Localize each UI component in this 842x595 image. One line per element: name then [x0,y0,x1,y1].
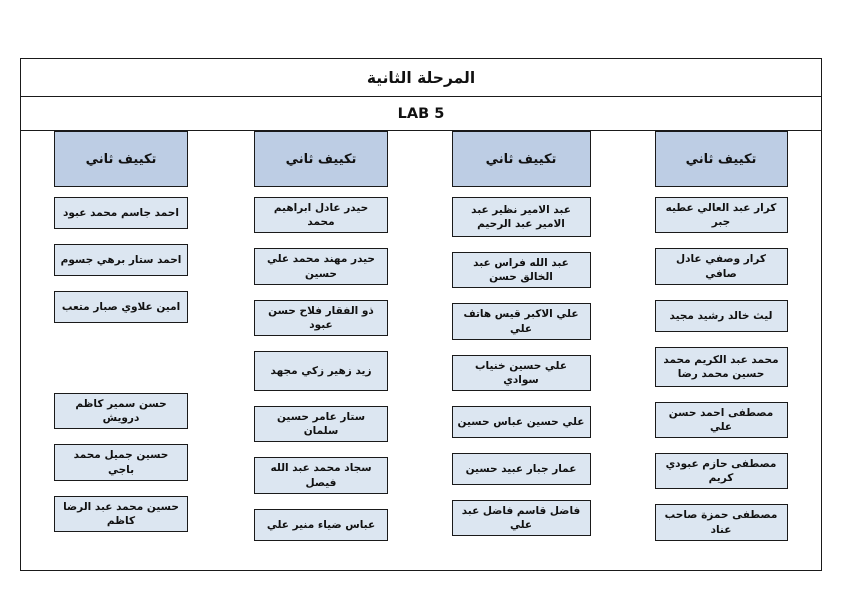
list-item: عباس ضياء منير علي [254,508,388,541]
list-item: احمد جاسم محمد عبود [54,197,188,229]
list-item: مصطفى احمد حسن علي [654,401,788,439]
list-item: حسن سمير كاظم درويش [54,393,188,430]
list-item: كرار وصفي عادل صافي [654,248,788,285]
roster-column-2: تكييف ثاني عبد الامير نظير عبد الامير عب… [421,131,621,556]
list-item: امين علاوي صبار متعب [54,291,188,323]
list-item: مصطفى حمزة صاحب عناد [654,504,788,541]
list-item: علي حسين عباس حسين [451,406,591,439]
list-item: علي الاكبر قيس هاتف علي [451,303,591,340]
column-header-4: تكييف ثاني [54,131,188,187]
roster-column-4: تكييف ثاني احمد جاسم محمد عبود احمد ستار… [21,131,221,556]
roster-table: المرحلة الثانية LAB 5 تكييف ثاني كرار عب… [20,58,822,571]
list-item: عمار جبار عبيد حسين [451,453,591,486]
list-item: عبد الله فراس عبد الخالق حسن [451,252,591,289]
list-item: حيدر مهند محمد علي حسين [254,248,388,285]
list-item-empty [54,338,188,378]
column-header-2: تكييف ثاني [451,131,591,187]
table-bottom-spacer [21,556,821,570]
roster-column-3: تكييف ثاني حيدر عادل ابراهيم محمد حيدر م… [221,131,421,556]
list-item: احمد ستار برهي جسوم [54,244,188,276]
list-item: مصطفى حازم عبودي كريم [654,453,788,490]
roster-column-1: تكييف ثاني كرار عبد العالي عطيه جبر كرار… [621,131,821,556]
list-item: سجاد محمد عبد الله فيصل [254,457,388,494]
page-title: المرحلة الثانية [21,59,821,97]
list-item: زيد زهير زكي مجهد [254,351,388,392]
list-item: ستار عامر حسين سلمان [254,406,388,443]
list-item: محمد عبد الكريم محمد حسين محمد رضا [654,346,788,387]
list-item: عبد الامير نظير عبد الامير عبد الرحيم [451,197,591,237]
list-item: ليث خالد رشيد مجيد [654,299,788,332]
list-item: فاضل قاسم فاضل عبد علي [451,500,591,537]
roster-grid: تكييف ثاني كرار عبد العالي عطيه جبر كرار… [21,131,821,556]
list-item: حسين جميل محمد باجي [54,444,188,481]
list-item: علي حسين خنياب سوادي [451,354,591,392]
list-item: كرار عبد العالي عطيه جبر [654,197,788,234]
list-item: حيدر عادل ابراهيم محمد [254,197,388,234]
list-item: حسين محمد عبد الرضا كاظم [54,495,188,533]
column-header-1: تكييف ثاني [654,131,788,187]
column-header-3: تكييف ثاني [254,131,388,187]
lab-subtitle: LAB 5 [21,97,821,131]
list-item: ذو الفقار فلاح حسن عبود [254,299,388,337]
